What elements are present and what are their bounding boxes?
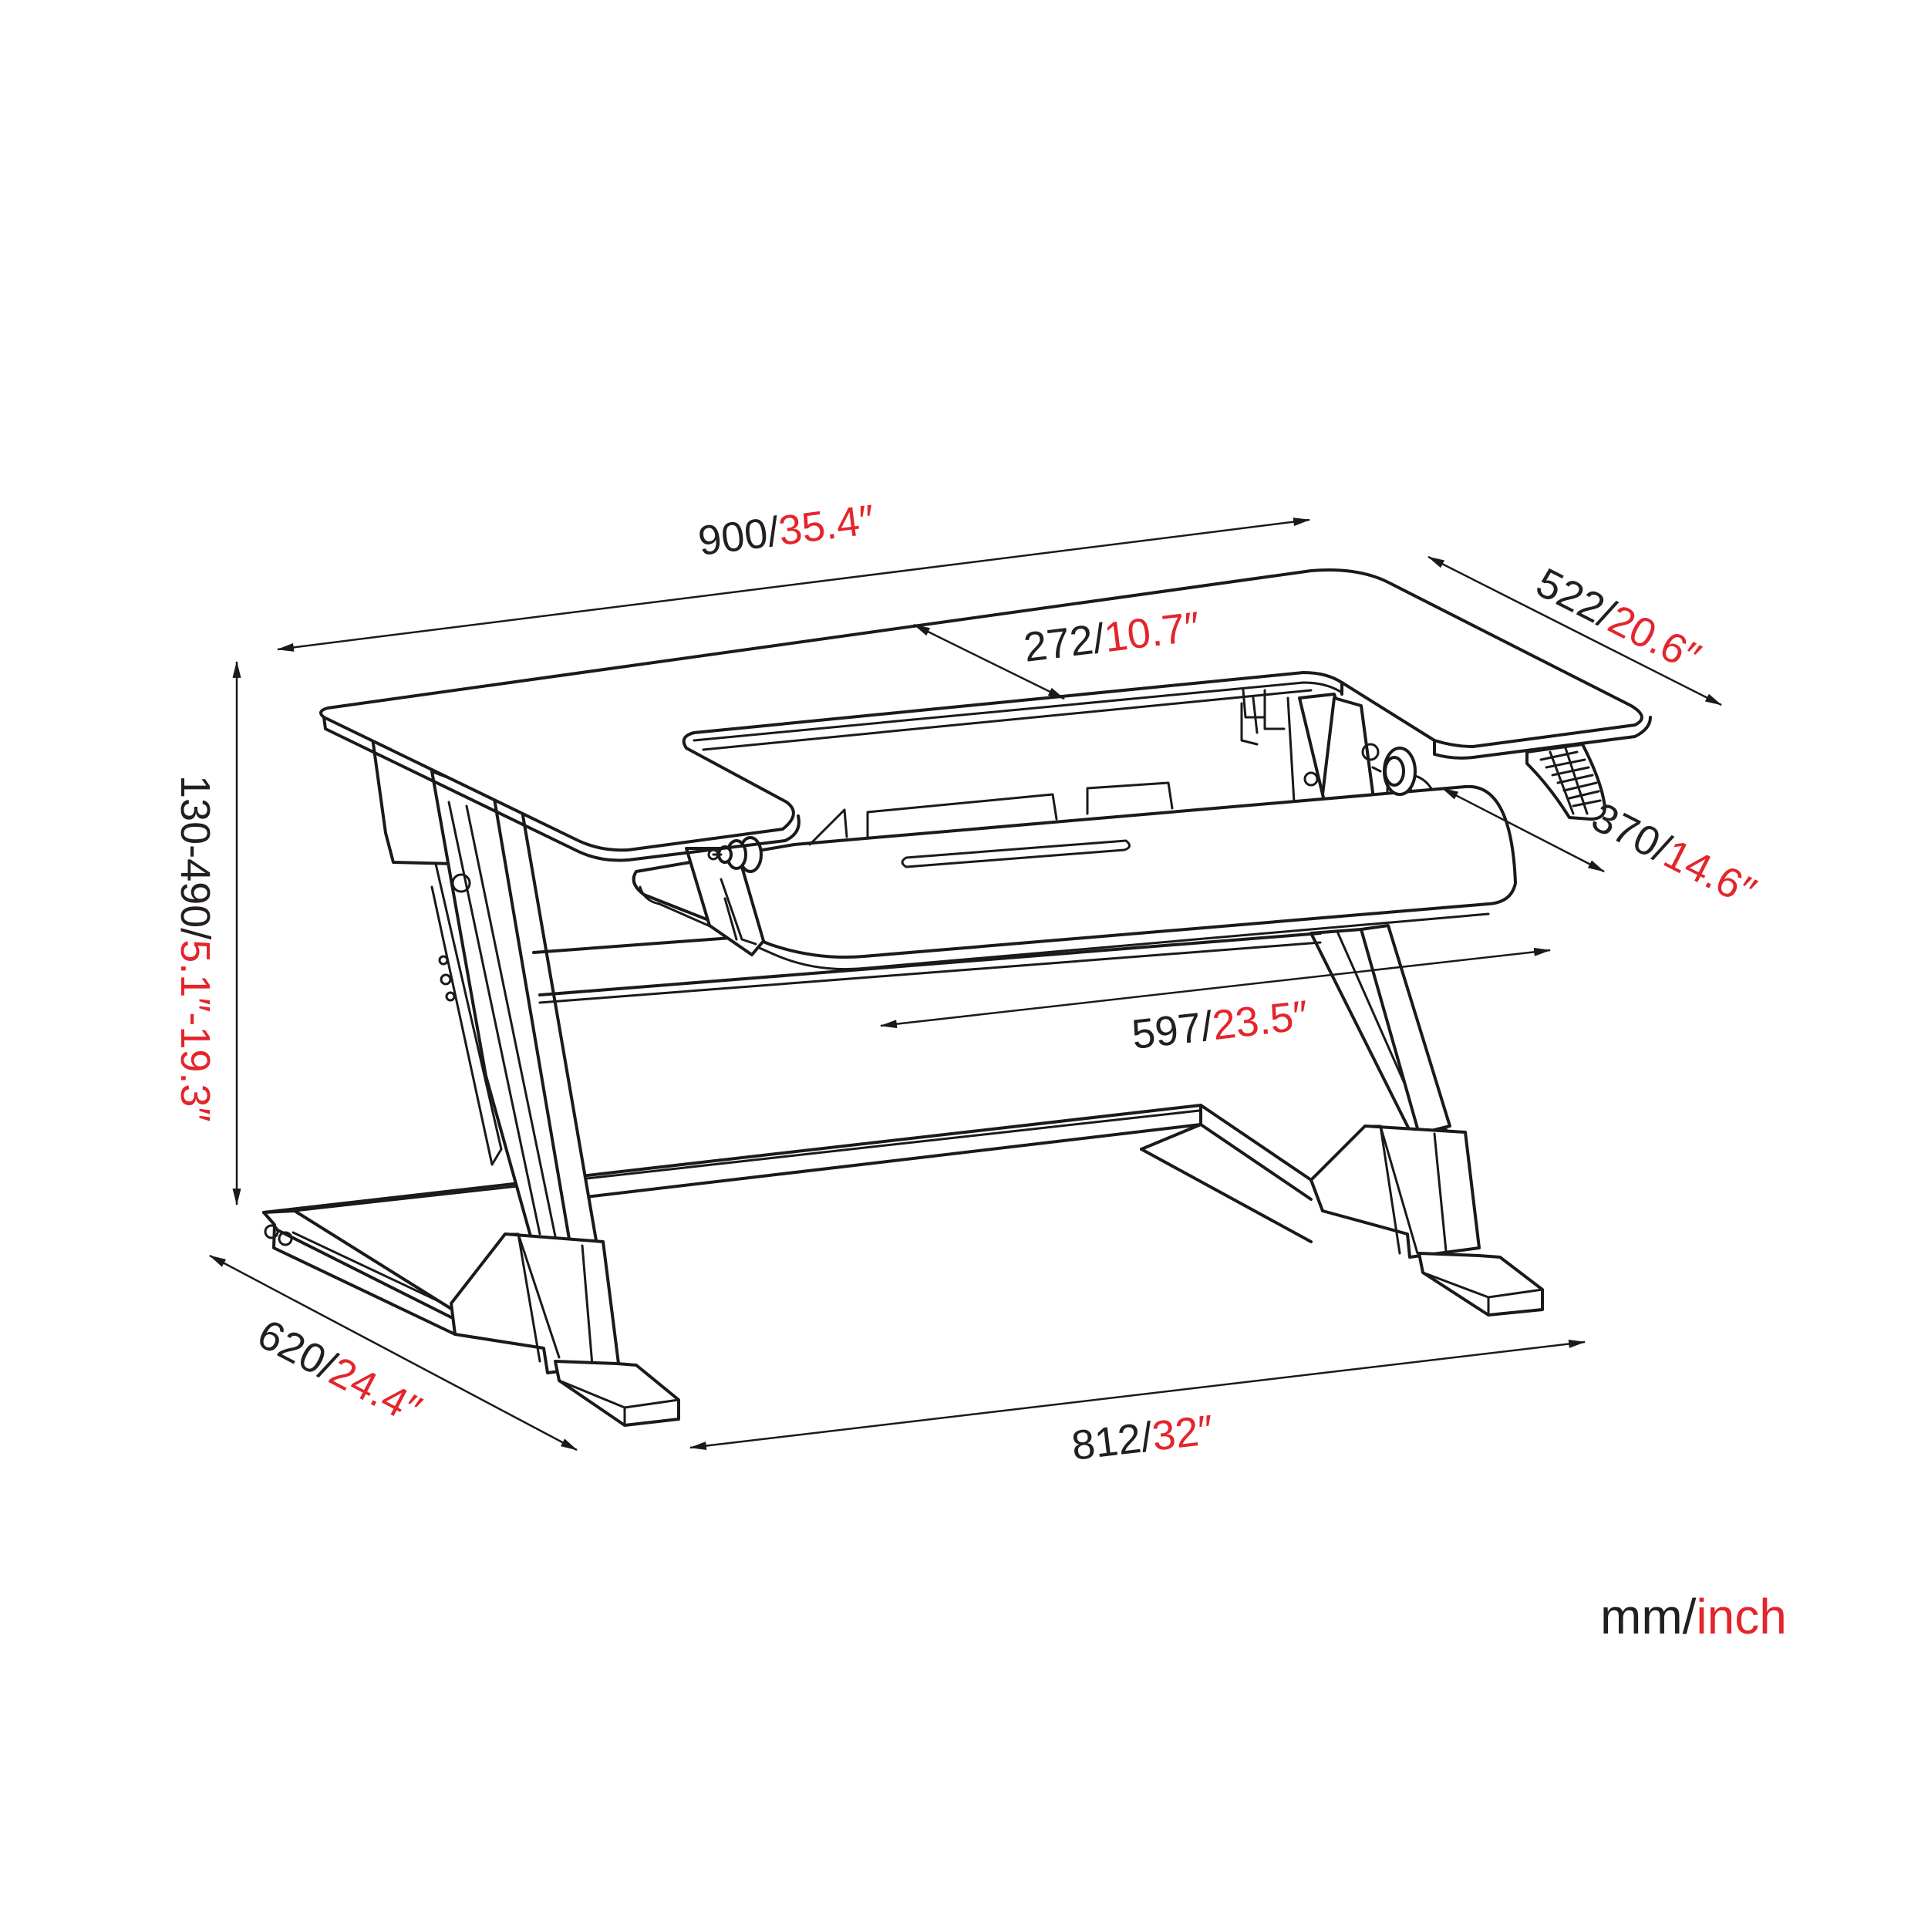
dim-line-keyboard-width (879, 947, 1552, 1029)
dim-line-base-depth (209, 1254, 578, 1452)
dim-label-top-width: 900/35.4″ (696, 497, 877, 565)
lift-lever-icon (1525, 743, 1606, 821)
dim-line-keyboard-depth (1441, 787, 1605, 873)
adjustment-knob-icon (1361, 743, 1417, 796)
dim-line-top-width (276, 518, 1311, 652)
dim-label-keyboard-width: 597/23.5″ (1130, 992, 1311, 1058)
keyboard-tray (632, 743, 1517, 971)
desk-top (319, 568, 1652, 862)
dim-line-top-depth (1427, 555, 1722, 706)
bolt-icon (278, 1231, 293, 1246)
dim-label-height: 130-490/5.1″-19.3″ (172, 775, 218, 1122)
dim-label-keyboard-depth: 370/14.6″ (1585, 794, 1764, 915)
dim-line-cutout-depth (913, 623, 1065, 700)
units-legend: mm/inch (1600, 1589, 1787, 1644)
bolt-icon (264, 1224, 279, 1239)
bolt-icon (1303, 771, 1319, 787)
dim-line-base-width (689, 1339, 1586, 1451)
dim-label-base-depth: 620/24.4″ (250, 1310, 428, 1433)
base-frame (262, 1104, 1324, 1336)
dim-label-top-depth: 522/20.6″ (1529, 559, 1708, 681)
dim-label-base-width: 812/32″ (1069, 1407, 1215, 1469)
dimension-lines (209, 518, 1722, 1452)
bolt-icon (451, 873, 471, 893)
